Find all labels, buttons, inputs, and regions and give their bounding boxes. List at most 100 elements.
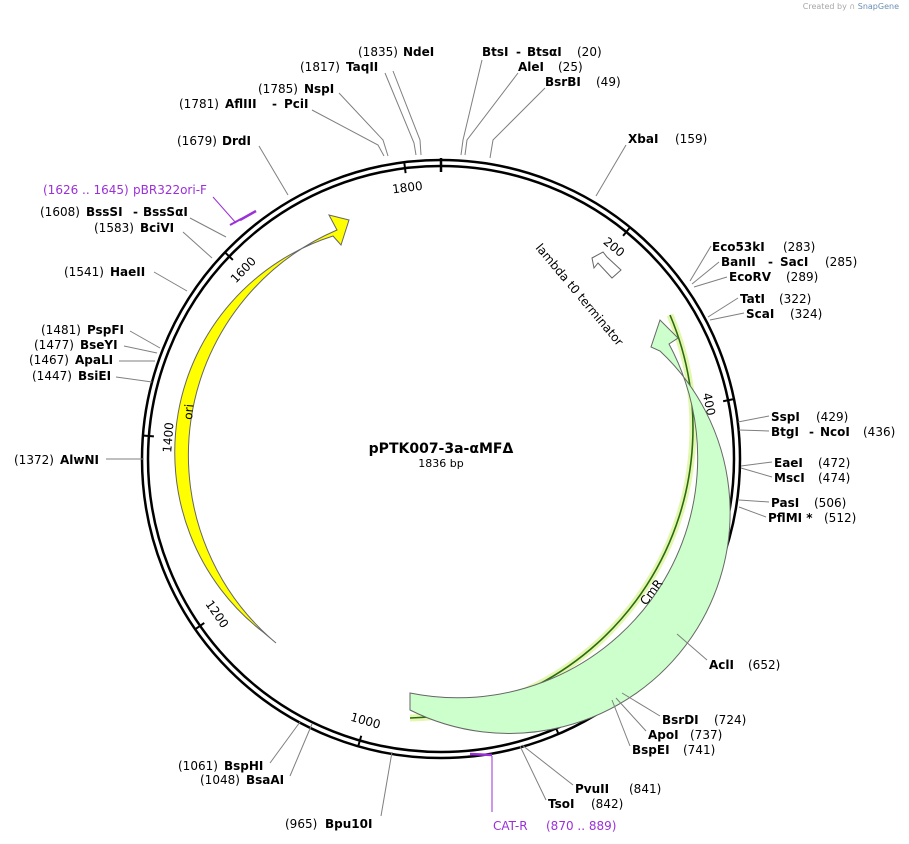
svg-text:Bpu10I: Bpu10I	[325, 817, 372, 831]
svg-text:BsiEI: BsiEI	[78, 369, 111, 383]
primer-pbr322ori-f[interactable]: (1626 .. 1645) pBR322ori-F	[43, 183, 257, 226]
ori-arrow[interactable]	[174, 214, 350, 644]
site-pasi[interactable]: PasI (506)	[738, 496, 846, 510]
site-apoi[interactable]: ApoI (737)	[615, 697, 722, 742]
svg-text:(1608): (1608)	[40, 205, 80, 219]
site-btgi-ncoi[interactable]: BtgI - NcoI (436)	[738, 425, 895, 439]
svg-text:MscI: MscI	[774, 471, 805, 485]
cmr-arrow[interactable]	[409, 319, 731, 734]
svg-text:-: -	[133, 205, 138, 219]
primer-name: pBR322ori-F	[133, 183, 207, 197]
site-xbai[interactable]: XbaI (159)	[595, 132, 707, 197]
site-bseyi[interactable]: (1477) BseYI	[34, 338, 158, 354]
svg-text:(506): (506)	[814, 496, 846, 510]
site-bcivi[interactable]: (1583) BciVI	[94, 221, 213, 259]
svg-text:(1541): (1541)	[64, 265, 104, 279]
site-scai[interactable]: ScaI (324)	[709, 307, 822, 321]
svg-text:(1679): (1679)	[177, 134, 217, 148]
terminator-arrow[interactable]	[591, 251, 622, 279]
svg-text:(737): (737)	[690, 728, 722, 742]
site-bsssi[interactable]: (1608) BssSI - BssSαI	[40, 205, 227, 238]
site-tati[interactable]: TatI (322)	[707, 292, 811, 318]
svg-text:(285): (285)	[825, 255, 857, 269]
svg-text:PciI: PciI	[284, 97, 309, 111]
ori-feature[interactable]: ori	[174, 214, 350, 644]
tick-label-1000: 1000	[349, 710, 382, 732]
lambda-terminator-feature[interactable]: lambda t0 terminator	[533, 241, 626, 349]
svg-text:NspI: NspI	[304, 82, 334, 96]
svg-text:HaeII: HaeII	[110, 265, 145, 279]
svg-text:BspEI: BspEI	[632, 743, 670, 757]
tick-mark-1600	[224, 252, 234, 261]
ori-label: ori	[181, 403, 196, 420]
svg-text:PvuII: PvuII	[575, 782, 609, 796]
svg-text:(1061): (1061)	[178, 759, 218, 773]
credit-brand: SnapGene	[857, 2, 899, 11]
site-msci[interactable]: MscI (474)	[740, 467, 850, 485]
primer-name: CAT-R	[493, 819, 528, 833]
svg-text:BtsαI: BtsαI	[527, 45, 562, 59]
site-ndei[interactable]: (1835) NdeI	[358, 45, 434, 156]
svg-text:(474): (474)	[818, 471, 850, 485]
primer-range: (1626 .. 1645)	[43, 183, 129, 197]
site-bspei[interactable]: BspEI (741)	[611, 699, 715, 757]
svg-text:BsrBI: BsrBI	[545, 75, 581, 89]
site-eco53ki[interactable]: Eco53kI (283)	[689, 240, 815, 282]
svg-text:(25): (25)	[558, 60, 583, 74]
site-alei[interactable]: AleI (25)	[464, 60, 583, 156]
site-bsaai[interactable]: (1048) BsaAI	[200, 723, 313, 787]
credit-prefix: Created by	[802, 2, 847, 11]
svg-text:BtgI: BtgI	[771, 425, 799, 439]
site-bsrbi[interactable]: BsrBI (49)	[489, 75, 621, 159]
primer-cat-r[interactable]: CAT-R (870 .. 889)	[469, 752, 616, 833]
svg-text:(512): (512)	[824, 511, 856, 525]
tick-mark-1800	[403, 163, 407, 174]
svg-text:(283): (283)	[783, 240, 815, 254]
svg-text:(289): (289)	[786, 270, 818, 284]
svg-text:TsoI: TsoI	[548, 797, 574, 811]
site-btsi[interactable]: BtsI - BtsαI (20)	[460, 45, 602, 156]
svg-text:(1481): (1481)	[41, 323, 81, 337]
svg-text:(159): (159)	[675, 132, 707, 146]
svg-text:PspFI: PspFI	[87, 323, 124, 337]
site-afliii-pcii[interactable]: (1781) AflIII - PciI	[179, 97, 385, 157]
svg-text:TaqII: TaqII	[346, 60, 378, 74]
svg-text:(724): (724)	[714, 713, 746, 727]
site-pvuii[interactable]: PvuII (841)	[521, 744, 661, 796]
site-pspfi[interactable]: (1481) PspFI	[41, 323, 161, 349]
site-tsoi[interactable]: TsoI (842)	[519, 745, 623, 811]
site-acli[interactable]: AclI (652)	[676, 633, 780, 672]
site-ecorv[interactable]: EcoRV (289)	[693, 270, 818, 288]
site-sspi[interactable]: SspI (429)	[737, 410, 848, 424]
site-nspi[interactable]: (1785) NspI	[258, 82, 389, 157]
sites-left: (1835) NdeI (1817) TaqII (1785) NspI (17…	[14, 45, 434, 831]
site-banii-saci[interactable]: BanII - SacI (285)	[691, 255, 857, 285]
site-bsphi[interactable]: (1061) BspHI	[178, 721, 301, 773]
svg-text:XbaI: XbaI	[628, 132, 658, 146]
svg-text:BciVI: BciVI	[140, 221, 174, 235]
site-alwni[interactable]: (1372) AlwNI	[14, 453, 144, 467]
site-bsrdi[interactable]: BsrDI (724)	[621, 692, 746, 727]
site-bsiei[interactable]: (1447) BsiEI	[32, 369, 153, 383]
sites-right: BtsI - BtsαI (20) AleI (25) BsrBI (49) X…	[460, 45, 895, 811]
site-pflmi[interactable]: PflMI * (512)	[738, 506, 856, 525]
svg-text:AclI: AclI	[709, 658, 734, 672]
site-bpu10i[interactable]: (965) Bpu10I	[285, 751, 393, 831]
svg-text:SspI: SspI	[771, 410, 800, 424]
site-haeii[interactable]: (1541) HaeII	[64, 265, 188, 292]
svg-text:-: -	[272, 97, 277, 111]
snapgene-credit: Created by ∩ SnapGene	[803, 2, 899, 11]
svg-text:DrdI: DrdI	[222, 134, 251, 148]
svg-text:(965): (965)	[285, 817, 317, 831]
cmr-feature[interactable]: CmR	[409, 313, 731, 734]
svg-text:BssSI: BssSI	[86, 205, 123, 219]
site-eaei[interactable]: EaeI (472)	[740, 456, 850, 470]
site-drdi[interactable]: (1679) DrdI	[177, 134, 289, 196]
svg-text:BsrDI: BsrDI	[662, 713, 699, 727]
svg-text:(652): (652)	[748, 658, 780, 672]
svg-text:ScaI: ScaI	[746, 307, 774, 321]
svg-text:BsaAI: BsaAI	[246, 773, 284, 787]
site-apali[interactable]: (1467) ApaLI	[29, 353, 155, 367]
site-taqii[interactable]: (1817) TaqII	[300, 60, 417, 156]
svg-text:SacI: SacI	[780, 255, 808, 269]
